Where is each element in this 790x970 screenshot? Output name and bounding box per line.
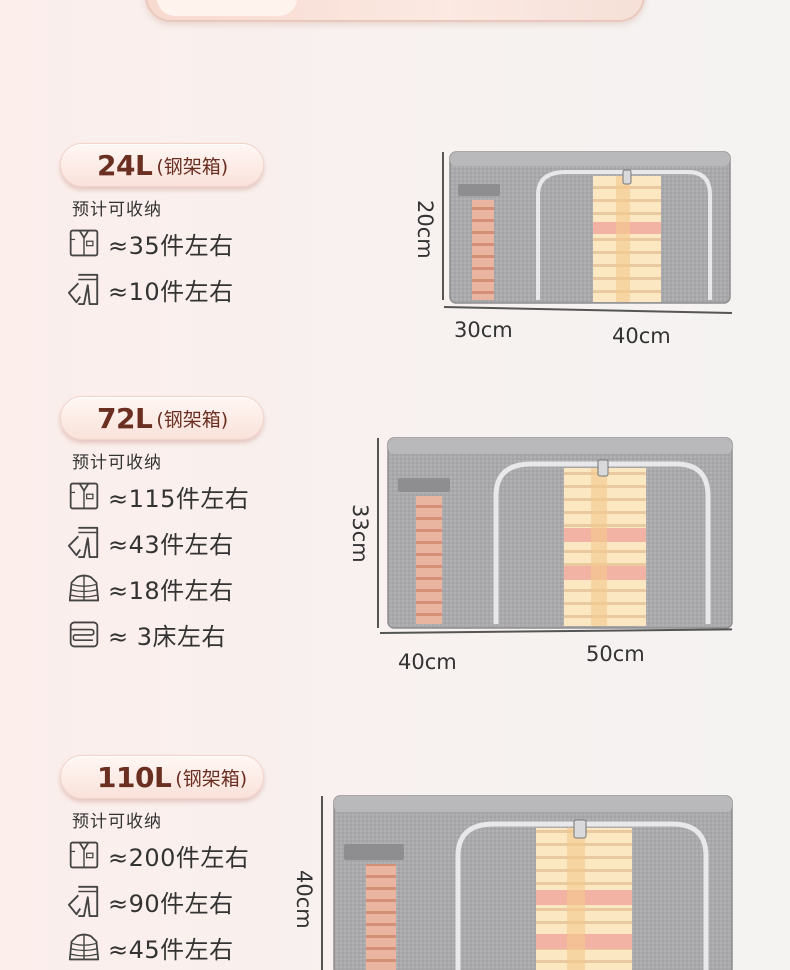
depth-dimension: 40cm [398, 650, 457, 674]
storage-box-72l-image [386, 436, 734, 630]
capacity-item-jackets: ≈45件左右 [64, 924, 360, 970]
item-quantity: ≈45件左右 [108, 935, 234, 964]
capacity-item-jackets: ≈18件左右 [64, 565, 360, 611]
item-quantity: ≈35件左右 [108, 231, 234, 260]
height-dimension-line [442, 152, 444, 300]
down-jacket-icon [64, 929, 104, 965]
item-quantity: ≈10件左右 [108, 277, 234, 306]
size-block-72l: 72L (钢架箱) 预计可收纳 ≈115件左右 ≈43件左右 ≈18件左右 ≈ … [60, 396, 360, 657]
height-dimension-line [377, 438, 379, 628]
capacity-item-shirts: ≈200件左右 [64, 832, 360, 878]
item-quantity: ≈43件左右 [108, 530, 234, 559]
top-banner [145, 0, 645, 22]
pants-icon [64, 271, 104, 307]
item-quantity: ≈90件左右 [108, 889, 234, 918]
item-quantity: ≈18件左右 [108, 576, 234, 605]
capacity-item-shirts: ≈115件左右 [64, 473, 360, 519]
down-jacket-icon [64, 570, 104, 606]
capacity-label: 预计可收纳 [72, 453, 162, 473]
capacity-item-quilts: ≈ 3床左右 [64, 611, 360, 657]
shirt-icon [64, 478, 104, 514]
banner-pill [157, 0, 297, 16]
shirt-icon [64, 225, 104, 261]
item-quantity: ≈ 3床左右 [108, 622, 227, 651]
height-dimension: 33cm [348, 504, 372, 563]
storage-box-24l-image [448, 150, 732, 305]
width-dimension-line [443, 306, 732, 314]
item-quantity: ≈115件左右 [108, 484, 250, 513]
height-dimension-line [321, 796, 323, 970]
material-label: (钢架箱) [156, 155, 229, 178]
size-label-pill: 24L (钢架箱) [60, 143, 264, 187]
volume-label: 72L [97, 401, 153, 435]
size-label-pill: 110L (钢架箱) [60, 755, 264, 799]
quilt-icon [64, 616, 104, 652]
volume-label: 110L [97, 760, 172, 794]
height-dimension: 40cm [292, 870, 316, 929]
capacity-label: 预计可收纳 [72, 812, 162, 832]
capacity-item-pants: ≈10件左右 [64, 266, 360, 312]
size-block-24l: 24L (钢架箱) 预计可收纳 ≈35件左右 ≈10件左右 [60, 143, 360, 312]
capacity-label: 预计可收纳 [72, 200, 162, 220]
material-label: (钢架箱) [156, 408, 229, 431]
pants-icon [64, 524, 104, 560]
item-quantity: ≈200件左右 [108, 843, 250, 872]
width-dimension: 50cm [586, 642, 645, 666]
capacity-item-pants: ≈43件左右 [64, 519, 360, 565]
pants-icon [64, 883, 104, 919]
capacity-item-shirts: ≈35件左右 [64, 220, 360, 266]
size-label-pill: 72L (钢架箱) [60, 396, 264, 440]
depth-dimension: 30cm [454, 318, 513, 342]
volume-label: 24L [97, 148, 153, 182]
material-label: (钢架箱) [175, 767, 248, 790]
capacity-item-pants: ≈90件左右 [64, 878, 360, 924]
shirt-icon [64, 837, 104, 873]
size-block-110l: 110L (钢架箱) 预计可收纳 ≈200件左右 ≈90件左右 ≈45件左右 [60, 755, 360, 970]
height-dimension: 20cm [413, 200, 437, 259]
width-dimension: 40cm [612, 324, 671, 348]
storage-box-110l-image [332, 794, 734, 970]
